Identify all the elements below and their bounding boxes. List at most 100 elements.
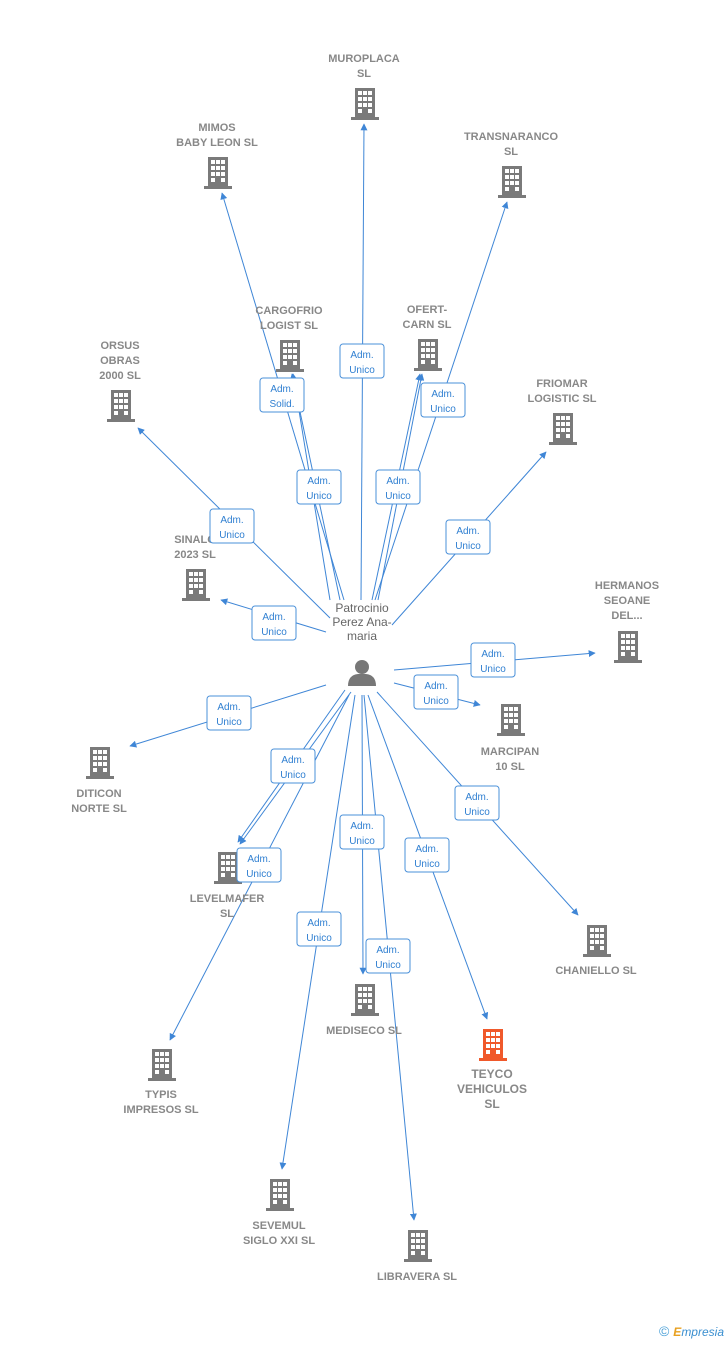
edge-label-text: Unico: [280, 770, 306, 781]
edge-label-ofert[interactable]: Adm.Unico: [375, 469, 421, 505]
company-label: TYPIS: [145, 1089, 177, 1101]
building-icon: [182, 569, 210, 601]
building-icon: [148, 1049, 176, 1081]
company-node-chaniello[interactable]: CHANIELLO SL: [555, 925, 637, 977]
company-label: MEDISECO SL: [326, 1025, 402, 1037]
edge-label-text: Adm.: [247, 854, 270, 865]
company-label: SEOANE: [604, 595, 650, 607]
company-label: CARGOFRIO: [255, 305, 323, 317]
company-label: OBRAS: [100, 355, 140, 367]
company-node-cargofrio[interactable]: CARGOFRIO LOGIST SL: [255, 305, 323, 372]
edge-label-text: Unico: [455, 541, 481, 552]
edge-label-levelmafer[interactable]: Adm. Unico: [270, 748, 316, 784]
company-label: LOGISTIC SL: [527, 393, 596, 405]
edge-label-text: Adm.: [281, 755, 304, 766]
copyright-icon: ©: [658, 1323, 670, 1339]
building-icon: [276, 340, 304, 372]
edge-label-text: Unico: [414, 859, 440, 870]
edge-label-text: Unico: [349, 365, 375, 376]
edge-label-text: Unico: [306, 491, 332, 502]
company-label: MIMOS: [198, 122, 235, 134]
edge-label-friomar[interactable]: Adm. Unico: [445, 519, 491, 555]
company-label: NORTE SL: [71, 803, 127, 815]
edge-label-text: Adm.: [424, 681, 447, 692]
edge-label-text: Solid.: [269, 399, 294, 410]
edge-label-muroplaca[interactable]: Adm. Unico: [339, 343, 385, 379]
edge-label-marcipan[interactable]: Adm.Unico: [413, 674, 459, 710]
edge-label-text: Unico: [464, 807, 490, 818]
company-node-mediseco[interactable]: MEDISECO SL: [326, 984, 402, 1037]
edge-label-text: Adm.: [350, 821, 373, 832]
building-icon: [497, 704, 525, 736]
edge-label-diticon[interactable]: Adm.Unico: [206, 695, 252, 731]
building-icon: [266, 1179, 294, 1211]
edge-label-text: Unico: [480, 664, 506, 675]
building-icon: [414, 339, 442, 371]
edge-label-text: Adm.: [456, 526, 479, 537]
company-label: HERMANOS: [595, 580, 659, 592]
person-label: Patrocinio: [335, 601, 389, 615]
edge-label-chaniello[interactable]: Adm.Unico: [454, 785, 500, 821]
company-label: MUROPLACA: [328, 53, 400, 65]
edge-label-libravera[interactable]: Adm. Unico: [365, 938, 411, 974]
edge-label-text: Unico: [219, 530, 245, 541]
edge-label-text: Adm.: [376, 945, 399, 956]
company-label: LIBRAVERA SL: [377, 1271, 457, 1283]
company-label: OFERT-: [407, 304, 448, 316]
company-label: LOGIST SL: [260, 320, 318, 332]
edge-label-text: Unico: [375, 960, 401, 971]
company-label: DEL...: [611, 610, 642, 622]
edge-label-text: Unico: [306, 933, 332, 944]
edge-label-transnaranco[interactable]: Adm.Unico: [420, 382, 466, 418]
company-node-hermanos[interactable]: HERMANOS SEOANE DEL...: [595, 580, 659, 663]
company-label: 10 SL: [495, 761, 525, 773]
edge-label-cargofrio[interactable]: Adm. Solid.: [259, 377, 305, 413]
edge-label-orsus[interactable]: Adm. Unico: [209, 508, 255, 544]
company-node-libravera[interactable]: LIBRAVERA SL: [377, 1230, 457, 1283]
company-node-ofert[interactable]: OFERT-CARN SL: [403, 304, 452, 371]
footer-brand[interactable]: ©Empresia: [659, 1323, 724, 1339]
brand-name: mpresia: [681, 1325, 724, 1339]
building-icon: [583, 925, 611, 957]
company-node-muroplaca[interactable]: MUROPLACA SL: [328, 53, 400, 120]
edge-label-text: Unico: [385, 491, 411, 502]
company-label: BABY LEON SL: [176, 137, 258, 149]
building-icon: [204, 157, 232, 189]
building-icon: [479, 1029, 507, 1061]
building-icon: [404, 1230, 432, 1262]
edge-label-text: Adm.: [415, 844, 438, 855]
edge-label-typis[interactable]: Adm.Unico: [236, 847, 282, 883]
building-icon: [86, 747, 114, 779]
edge-label-mediseco[interactable]: Adm. Unico: [339, 814, 385, 850]
company-label: TEYCO: [471, 1067, 512, 1081]
company-label: SL: [357, 68, 371, 80]
building-icon: [351, 88, 379, 120]
building-icon: [498, 166, 526, 198]
edge-label-sinalg[interactable]: Adm.Unico: [251, 605, 297, 641]
edge-label-text: Adm.: [270, 384, 293, 395]
edge-label-text: Adm.: [220, 515, 243, 526]
edge-label-teyco[interactable]: Adm. Unico: [404, 837, 450, 873]
edge-label-text: Adm.: [307, 918, 330, 929]
edge-label-text: Adm.: [350, 350, 373, 361]
building-icon: [351, 984, 379, 1016]
company-label: IMPRESOS SL: [123, 1104, 198, 1116]
company-node-typis[interactable]: TYPIS IMPRESOS SL: [123, 1049, 199, 1116]
edge-label-hermanos[interactable]: Adm.Unico: [470, 642, 516, 678]
company-node-mimos[interactable]: MIMOS BABY LEON SL: [176, 122, 258, 189]
edge-label-text: Unico: [349, 836, 375, 847]
edge-label-sevemul[interactable]: Adm. Unico: [296, 911, 342, 947]
edge-label-mimos[interactable]: Adm.Unico: [296, 469, 342, 505]
edge-label-text: Adm.: [262, 612, 285, 623]
